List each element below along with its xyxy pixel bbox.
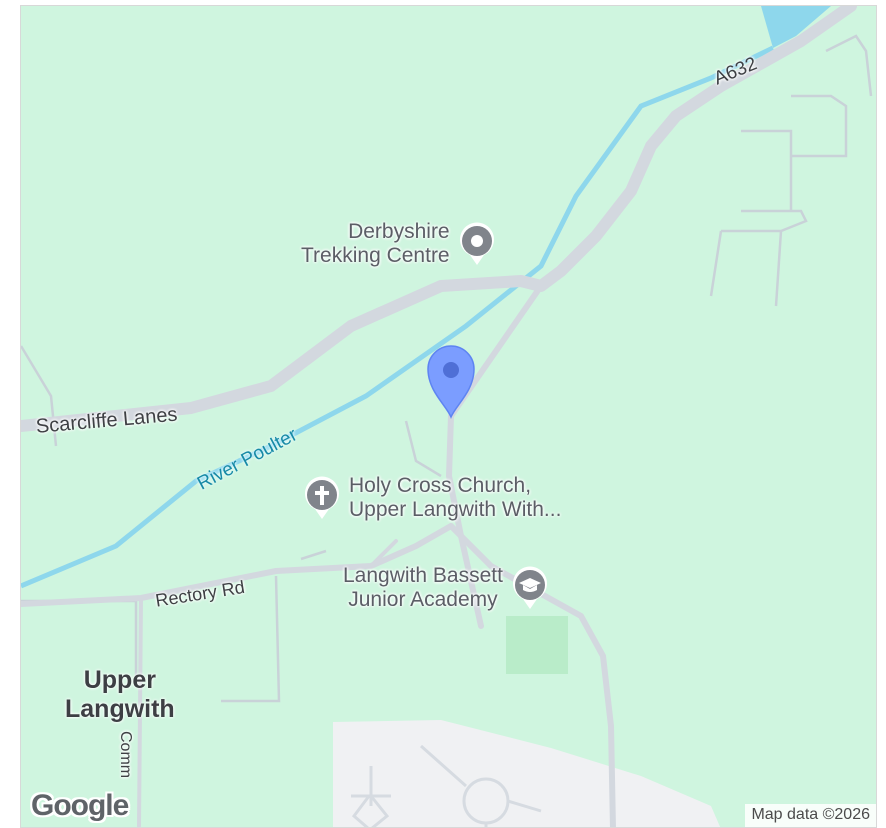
place-label-line1: Upper (83, 666, 156, 694)
road-label-common: Comm (117, 731, 134, 779)
poi-label-line2: Trekking Centre (301, 244, 450, 267)
secondary-roads (21, 283, 616, 827)
park-area (506, 616, 568, 674)
poi-label-line2: Upper Langwith With... (349, 498, 562, 521)
poi-holy-cross-church[interactable]: Holy Cross Church, Upper Langwith With..… (303, 474, 561, 522)
urban-area (333, 720, 721, 827)
poi-label-line1: Derbyshire (348, 220, 450, 243)
cross-icon (303, 476, 341, 520)
river-line (21, 45, 775, 589)
poi-langwith-bassett-junior-academy[interactable]: Langwith Bassett Junior Academy (343, 564, 549, 612)
location-pin-icon[interactable] (424, 343, 478, 424)
poi-label-line1: Holy Cross Church, (349, 474, 532, 497)
poi-label: Langwith Bassett Junior Academy (343, 564, 503, 612)
road-a632 (21, 6, 857, 432)
poi-label: Holy Cross Church, Upper Langwith With..… (349, 474, 561, 522)
map-base-layer (21, 6, 873, 827)
poi-label: Derbyshire Trekking Centre (301, 220, 450, 268)
estate-roads (351, 744, 542, 827)
google-logo: Google (31, 789, 129, 822)
map-pin-circle-icon (458, 222, 496, 266)
map-attribution[interactable]: Map data ©2026 (745, 804, 876, 827)
poi-derbyshire-trekking-centre[interactable]: Derbyshire Trekking Centre (301, 220, 496, 268)
poi-label-line1: Langwith Bassett (343, 564, 503, 587)
graduation-cap-icon (511, 566, 549, 610)
lake (761, 6, 831, 48)
poi-label-line2: Junior Academy (348, 588, 498, 611)
map-canvas[interactable]: A632 Scarcliffe Lanes Rectory Rd Comm Ri… (20, 5, 877, 828)
place-label-upper-langwith[interactable]: Upper Langwith (65, 666, 175, 724)
place-label-line2: Langwith (65, 695, 175, 723)
